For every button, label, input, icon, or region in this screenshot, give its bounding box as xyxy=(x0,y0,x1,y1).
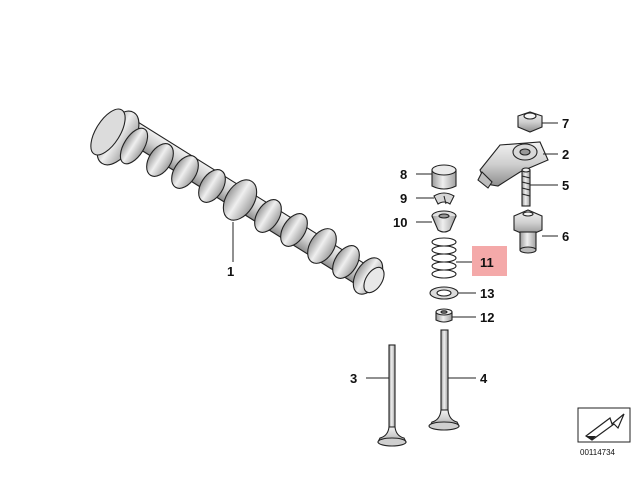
diagram-id: 00114734 xyxy=(580,448,616,457)
part-9-keeper xyxy=(433,192,455,205)
highlight-box xyxy=(472,246,507,276)
adjusting-screw xyxy=(521,167,531,207)
nut-7 xyxy=(517,111,543,133)
callout-9: 9 xyxy=(400,191,407,206)
callout-1: 1 xyxy=(227,264,234,279)
callout-2: 2 xyxy=(562,147,569,162)
part-8-cap xyxy=(431,164,457,190)
part-11-spring xyxy=(431,237,457,279)
callout-4: 4 xyxy=(480,371,488,386)
part-10-retainer xyxy=(431,210,457,233)
callout-5: 5 xyxy=(562,178,569,193)
rocker-arm xyxy=(477,141,549,189)
callout-numbers: 1 2 3 4 5 6 7 8 9 10 11 12 13 xyxy=(227,116,569,386)
hydraulic-element xyxy=(513,209,543,254)
callout-10: 10 xyxy=(393,215,407,230)
callout-13: 13 xyxy=(480,286,494,301)
callout-8: 8 xyxy=(400,167,407,182)
valve-3 xyxy=(377,344,407,447)
part-13-washer xyxy=(429,286,459,300)
callout-6: 6 xyxy=(562,229,569,244)
part-12-seal xyxy=(435,308,453,323)
camshaft xyxy=(90,108,385,295)
leader-lines xyxy=(232,122,558,379)
callout-12: 12 xyxy=(480,310,494,325)
direction-arrow-icon xyxy=(577,407,631,443)
callout-11: 11 xyxy=(480,255,494,270)
callout-3: 3 xyxy=(350,371,357,386)
callout-7: 7 xyxy=(562,116,569,131)
valve-4 xyxy=(428,329,460,431)
